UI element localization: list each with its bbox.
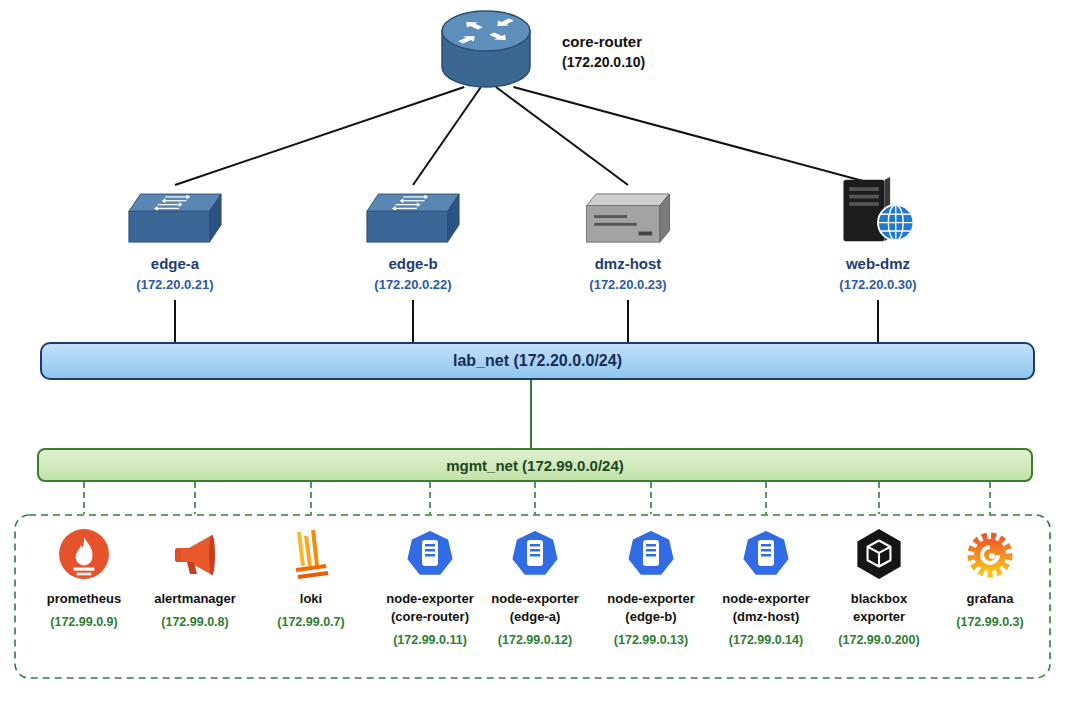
exporter-icon	[481, 526, 589, 582]
dashed-link	[650, 482, 652, 514]
blackbox-icon	[825, 526, 933, 582]
network-link	[174, 300, 176, 342]
network-link	[877, 300, 879, 342]
loki-icon	[257, 526, 365, 582]
dashed-link	[878, 482, 880, 514]
service-node: grafana (172.99.0.3)	[936, 514, 1044, 664]
ip-address: (172.99.0.14)	[712, 631, 820, 649]
network-link	[513, 87, 878, 185]
ip-address: (172.99.0.3)	[936, 613, 1044, 631]
router-node: core-router(172.20.0.10)	[440, 5, 532, 91]
dashed-group-box	[15, 515, 1050, 678]
dashed-link	[83, 482, 85, 514]
network-link	[413, 87, 481, 185]
service-name: loki	[257, 590, 365, 608]
dashed-link	[534, 482, 536, 514]
service-name: alertmanager	[141, 590, 249, 608]
ip-address: (172.99.0.7)	[257, 613, 365, 631]
ip-address: (172.20.0.21)	[95, 276, 255, 294]
host-name: web-dmz	[798, 254, 958, 274]
dashed-link	[194, 482, 196, 514]
host-name: edge-b	[333, 254, 493, 274]
switch-icon	[95, 182, 255, 246]
network-name: mgmt_net (172.99.0.0/24)	[446, 457, 624, 474]
service-node: node-exporter (edge-a) (172.99.0.12)	[481, 514, 589, 664]
dashed-link	[429, 482, 431, 514]
network-band: lab_net (172.20.0.0/24)	[40, 342, 1035, 380]
router-icon	[440, 5, 532, 91]
service-name: node-exporter (edge-b)	[597, 590, 705, 626]
switch-icon	[333, 182, 493, 246]
exporter-icon	[597, 526, 705, 582]
service-name: grafana	[936, 590, 1044, 608]
switch-node: edge-b (172.20.0.22)	[333, 182, 493, 300]
service-name: prometheus	[30, 590, 138, 608]
network-link	[175, 87, 464, 185]
ip-address: (172.99.0.200)	[825, 631, 933, 649]
dashed-link	[989, 482, 991, 514]
service-node: node-exporter (core-router) (172.99.0.11)	[376, 514, 484, 664]
dashed-link	[765, 482, 767, 514]
network-band: mgmt_net (172.99.0.0/24)	[37, 448, 1033, 482]
alert-icon	[141, 526, 249, 582]
web-server-node: web-dmz (172.20.0.30)	[798, 182, 958, 300]
service-name: node-exporter (dmz-host)	[712, 590, 820, 626]
ip-address: (172.99.0.11)	[376, 631, 484, 649]
prometheus-icon	[30, 526, 138, 582]
service-name: node-exporter (edge-a)	[481, 590, 589, 626]
ip-address: (172.99.0.12)	[481, 631, 589, 649]
exporter-icon	[712, 526, 820, 582]
network-link	[496, 87, 628, 185]
server-icon	[548, 182, 708, 246]
service-node: prometheus (172.99.0.9)	[30, 514, 138, 664]
service-node: loki (172.99.0.7)	[257, 514, 365, 664]
ip-address: (172.20.0.22)	[333, 276, 493, 294]
label-group: core-router(172.20.0.10)	[562, 32, 645, 72]
network-name: lab_net (172.20.0.0/24)	[453, 352, 622, 370]
grafana-icon	[936, 526, 1044, 582]
service-node: node-exporter (edge-b) (172.99.0.13)	[597, 514, 705, 664]
ip-address: (172.20.0.30)	[798, 276, 958, 294]
exporter-icon	[376, 526, 484, 582]
ip-address: (172.20.0.10)	[562, 52, 645, 72]
ip-address: (172.99.0.13)	[597, 631, 705, 649]
dashed-link	[310, 482, 312, 514]
ip-address: (172.20.0.23)	[548, 276, 708, 294]
switch-node: edge-a (172.20.0.21)	[95, 182, 255, 300]
service-node: node-exporter (dmz-host) (172.99.0.14)	[712, 514, 820, 664]
host-node: dmz-host (172.20.0.23)	[548, 182, 708, 300]
network-link	[627, 300, 629, 342]
host-name: edge-a	[95, 254, 255, 274]
service-name: blackbox exporter	[825, 590, 933, 626]
web-icon	[798, 182, 958, 246]
service-name: node-exporter (core-router)	[376, 590, 484, 626]
ip-address: (172.99.0.8)	[141, 613, 249, 631]
service-node: alertmanager (172.99.0.8)	[141, 514, 249, 664]
host-name: core-router	[562, 32, 645, 52]
service-node: blackbox exporter (172.99.0.200)	[825, 514, 933, 664]
network-link	[530, 380, 532, 448]
ip-address: (172.99.0.9)	[30, 613, 138, 631]
network-link	[412, 300, 414, 342]
host-name: dmz-host	[548, 254, 708, 274]
